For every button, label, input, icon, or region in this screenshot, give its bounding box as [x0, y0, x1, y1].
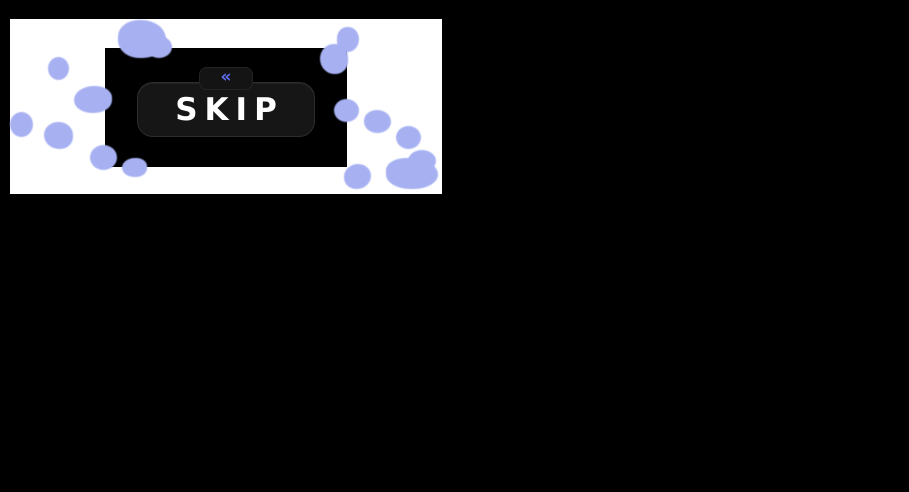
paint-blob [396, 126, 421, 149]
paint-blob [146, 36, 172, 58]
double-chevron-left-icon: « [220, 67, 232, 87]
paint-blob [320, 44, 348, 74]
ad-overlay: « SKIP [105, 48, 347, 167]
collapse-button[interactable]: « [199, 67, 253, 90]
paint-blob [48, 57, 69, 80]
paint-blob [90, 145, 117, 170]
paint-blob [10, 112, 33, 137]
paint-blob [122, 158, 147, 177]
paint-blob [334, 99, 359, 122]
skip-button[interactable]: SKIP [137, 82, 315, 137]
game-canvas: « SKIP [10, 19, 442, 194]
paint-blob [74, 86, 112, 113]
paint-blob [44, 122, 73, 149]
paint-blob [364, 110, 391, 133]
paint-blob [408, 150, 436, 172]
paint-blob [344, 164, 371, 189]
